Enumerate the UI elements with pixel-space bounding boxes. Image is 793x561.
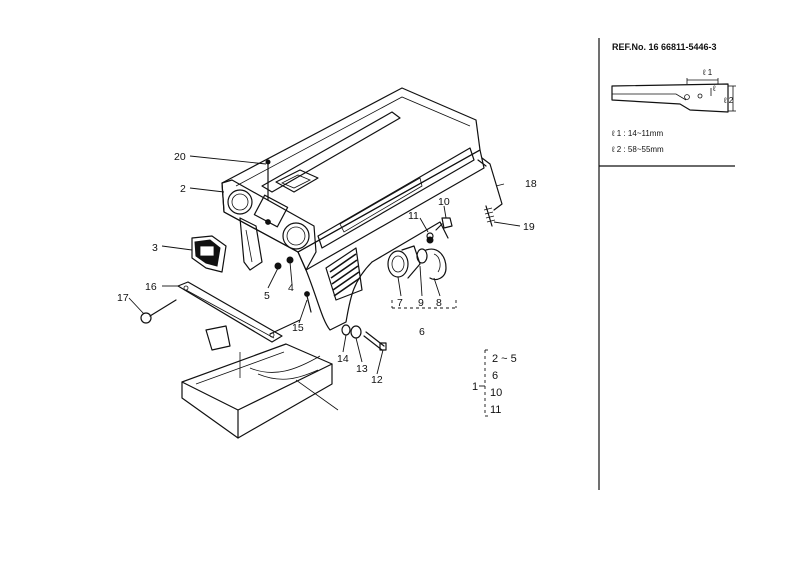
- parts-18-19-rod-spring: [477, 157, 503, 227]
- callout-13: 13: [356, 363, 368, 375]
- callout-15: 15: [292, 322, 304, 334]
- callout-9: 9: [418, 297, 424, 309]
- part-15: [304, 291, 312, 313]
- parts-12-14-fasteners: [341, 324, 387, 351]
- dim-label-l2: ℓ 2: [723, 96, 734, 105]
- kit-item-2: 6: [492, 370, 498, 382]
- kit-item-3: 10: [490, 387, 502, 399]
- part-3-grille: [191, 235, 227, 273]
- lower-tray: [181, 325, 339, 439]
- callout-19: 19: [523, 221, 535, 233]
- parts-10-11: [426, 217, 453, 240]
- leader-lines: [128, 155, 521, 417]
- callout-2: 2: [180, 183, 186, 195]
- callout-labels: 20 2 3 16 17 5 4 15 14 13 12 7 9 8 6 11 …: [117, 151, 537, 386]
- ref-number: REF.No. 16 66811-5446-3: [612, 42, 717, 52]
- hood-assembly: [221, 87, 485, 331]
- kit-item-4: 11: [490, 404, 501, 416]
- callout-12: 12: [371, 374, 383, 386]
- callout-11: 11: [408, 210, 419, 222]
- kit-main-number: 1: [472, 381, 478, 393]
- part-20-pin: [265, 159, 271, 201]
- callout-14: 14: [337, 353, 349, 365]
- part-16-bracket: [177, 281, 301, 343]
- kit-item-1: 2 ~ 5: [492, 353, 517, 365]
- callout-17: 17: [117, 292, 129, 304]
- callout-16: 16: [145, 281, 157, 293]
- callout-3: 3: [152, 242, 158, 254]
- callout-18: 18: [525, 178, 537, 190]
- spec-l1: ℓ 1 : 14~11mm: [611, 129, 663, 138]
- callout-6: 6: [419, 326, 425, 338]
- spec-l2: ℓ 2 : 58~55mm: [611, 145, 664, 154]
- callout-8: 8: [436, 297, 442, 309]
- dim-label-l: ℓ: [712, 84, 716, 93]
- callout-20: 20: [174, 151, 186, 163]
- callout-7: 7: [397, 297, 403, 309]
- callout-4: 4: [288, 282, 294, 294]
- callout-5: 5: [264, 290, 270, 302]
- kit-list: 1 2 ~ 5 6 10 11: [472, 353, 517, 416]
- reference-panel: REF.No. 16 66811-5446-3 ℓ 1 ℓ ℓ 2 ℓ 1 : …: [598, 38, 736, 490]
- dim-label-l1: ℓ 1: [702, 68, 713, 77]
- parts-7-9-lamp: [387, 236, 447, 281]
- part-17-bolt: [140, 299, 177, 324]
- callout-10: 10: [438, 196, 450, 208]
- bracket-detail-figure: [611, 78, 736, 113]
